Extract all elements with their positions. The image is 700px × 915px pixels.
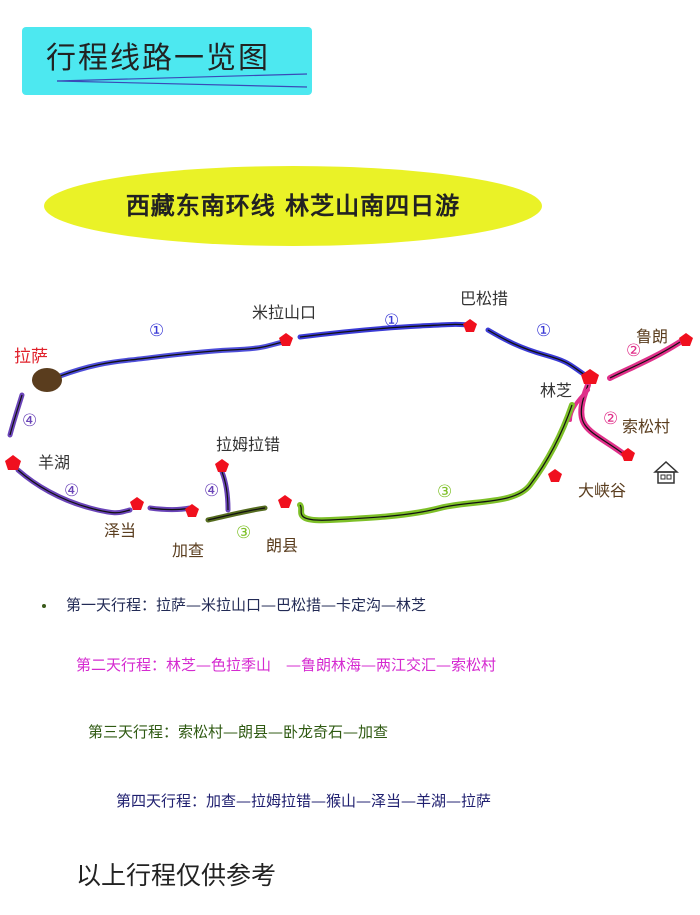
- lhasa-marker: [32, 368, 62, 392]
- day1-route: [57, 321, 588, 379]
- itinerary-day3: 第三天行程：索松村—朗县—卧龙奇石—加查: [88, 723, 389, 741]
- day4-marker-a: ④: [22, 411, 37, 431]
- route-name: 西藏东南环线 林芝山南四日游: [125, 191, 461, 220]
- itinerary-day4: 第四天行程：加查—拉姆拉错—猴山—泽当—羊湖—拉萨: [116, 792, 492, 810]
- day4-route: [7, 392, 231, 516]
- label-zedang: 泽当: [104, 521, 136, 540]
- label-jiacha: 加查: [172, 541, 204, 560]
- day4-marker-b: ④: [64, 481, 79, 501]
- day2-marker-a: ②: [626, 341, 641, 361]
- day2-marker-b: ②: [603, 409, 618, 429]
- label-langxian: 朗县: [266, 536, 298, 555]
- langxian-marker: [278, 495, 292, 508]
- day4-marker-c: ④: [204, 481, 219, 501]
- day3-marker-b: ③: [236, 523, 251, 543]
- label-basongcuo: 巴松措: [460, 289, 508, 308]
- house-icon: [653, 460, 679, 484]
- itinerary-day2: 第二天行程：林芝—色拉季山 —鲁朗林海—两江交汇—索松村: [76, 656, 497, 674]
- basongcuo-marker: [463, 319, 477, 332]
- day3-marker-a: ③: [437, 482, 452, 502]
- title-underline: [56, 73, 308, 88]
- suosongcun-marker: [621, 448, 635, 461]
- lulang-marker: [679, 333, 693, 346]
- yanghu-marker: [5, 455, 21, 470]
- itinerary-day1: 第一天行程：拉萨—米拉山口—巴松措—卡定沟—林芝: [66, 596, 427, 614]
- label-nyingchi: 林芝: [540, 381, 572, 400]
- day2-route: [568, 339, 683, 458]
- day1-marker-b: ①: [384, 311, 399, 331]
- label-milashankou: 米拉山口: [252, 303, 316, 322]
- label-suosongcun: 索松村: [622, 417, 670, 436]
- label-lhasa: 拉萨: [14, 347, 48, 367]
- label-lamulacuo: 拉姆拉错: [216, 435, 280, 454]
- label-yanghu: 羊湖: [38, 453, 70, 472]
- milashankou-marker: [279, 333, 293, 346]
- day1-marker-c: ①: [536, 321, 551, 341]
- page-title: 行程线路一览图: [46, 41, 270, 76]
- label-daxiagu: 大峡谷: [578, 481, 626, 500]
- day1-marker-a: ①: [149, 321, 164, 341]
- footer-note: 以上行程仅供参考: [76, 861, 277, 890]
- day3-route: [205, 402, 575, 524]
- title-box: 行程线路一览图: [22, 27, 312, 95]
- route-banner: 西藏东南环线 林芝山南四日游: [44, 166, 542, 246]
- lamulacuo-marker: [215, 459, 229, 472]
- label-lulang: 鲁朗: [636, 327, 668, 346]
- route-map: 拉萨 米拉山口 巴松措 鲁朗 林芝 索松村 大峡谷 羊湖 泽当 加查 拉姆拉错 …: [5, 289, 693, 560]
- daxiagu-marker: [548, 469, 562, 482]
- list-bullet: [42, 604, 46, 608]
- nyingchi-marker: [581, 369, 599, 384]
- zedang-marker: [130, 497, 144, 510]
- jiacha-marker: [185, 504, 199, 517]
